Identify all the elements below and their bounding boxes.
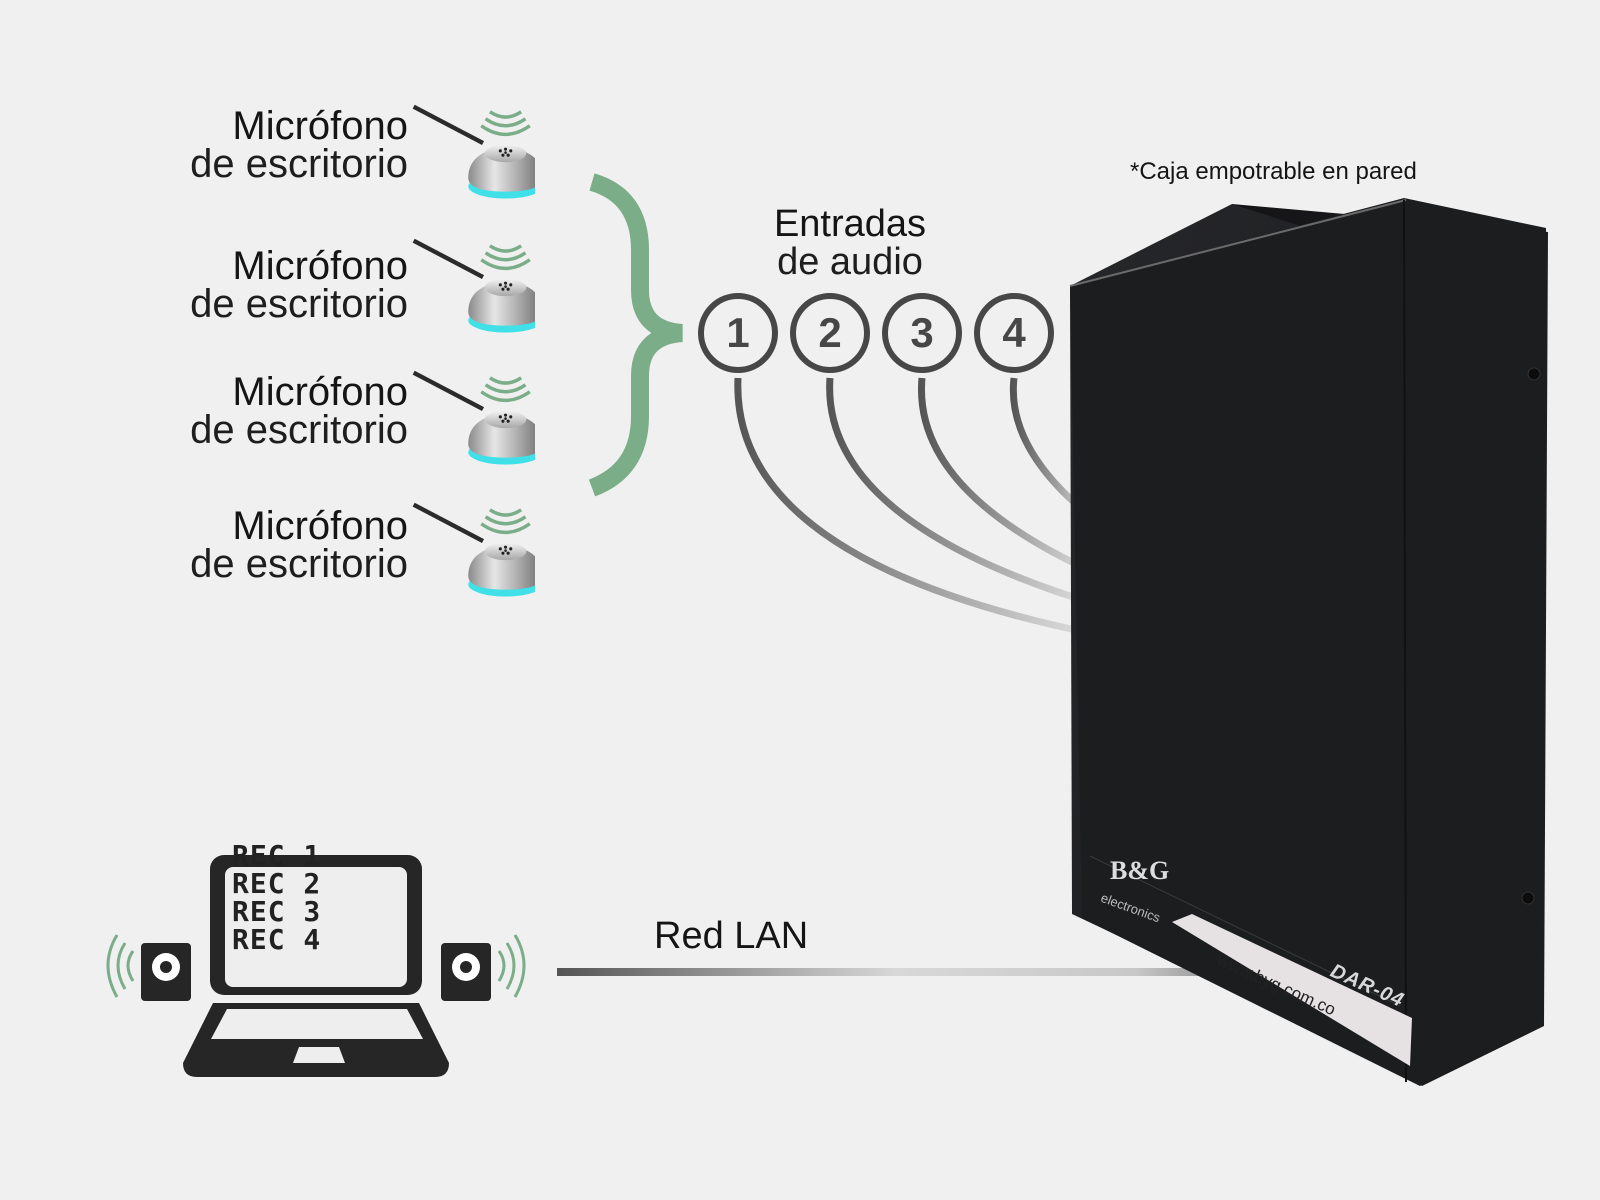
audio-inputs-title: Entradas de audio [760, 205, 940, 281]
brand-name: B&G [1110, 856, 1170, 885]
mic-label-2: Micrófono de escritorio [190, 246, 408, 324]
rec-line-3: REC 3 [232, 895, 322, 928]
mic-subtitle: de escritorio [190, 542, 408, 586]
laptop-screen: REC 1 REC 2 REC 3 REC 4 [232, 842, 321, 954]
sound-waves-left-icon [106, 934, 135, 998]
rec-line-2: REC 2 [232, 867, 322, 900]
audio-input-port-3: 3 [882, 293, 962, 373]
audio-cable-3 [917, 377, 1097, 577]
port-number: 3 [910, 309, 934, 356]
mic-title: Micrófono [232, 244, 408, 288]
port-number: 4 [1002, 309, 1026, 356]
url-label-strip [1172, 914, 1412, 1066]
port-number: 2 [818, 309, 842, 356]
mic-label-4: Micrófono de escritorio [190, 506, 408, 584]
mic-subtitle: de escritorio [190, 408, 408, 452]
rec-line-1: REC 1 [232, 839, 322, 872]
audio-cable-2 [826, 377, 1097, 608]
laptop-icon [106, 855, 526, 1077]
audio-input-port-2: 2 [790, 293, 870, 373]
screw-icon [1527, 367, 1541, 381]
audio-cable-1 [734, 377, 1096, 638]
screw-icon [1521, 891, 1535, 905]
inputs-title: Entradas [773, 203, 927, 245]
rec-line-4: REC 4 [232, 923, 322, 956]
device-note: *Caja empotrable en pared [1130, 158, 1417, 185]
inputs-subtitle: de audio [777, 241, 923, 283]
mic-title: Micrófono [232, 504, 408, 548]
mic-subtitle: de escritorio [190, 142, 408, 186]
mic-title: Micrófono [232, 104, 408, 148]
audio-input-port-4: 4 [974, 293, 1054, 373]
port-number: 1 [726, 309, 750, 356]
wall-box-device [1069, 198, 1548, 1086]
sound-waves-right-icon [497, 934, 526, 998]
mic-label-3: Micrófono de escritorio [190, 372, 408, 450]
mic-subtitle: de escritorio [190, 282, 408, 326]
mic-title: Micrófono [232, 370, 408, 414]
mic-label-1: Micrófono de escritorio [190, 106, 408, 184]
lan-label: Red LAN [654, 915, 809, 957]
audio-input-port-1: 1 [698, 293, 778, 373]
lan-cable [557, 968, 1237, 976]
brand-logo: B&G [1110, 856, 1169, 886]
grouping-brace-icon [588, 173, 684, 497]
